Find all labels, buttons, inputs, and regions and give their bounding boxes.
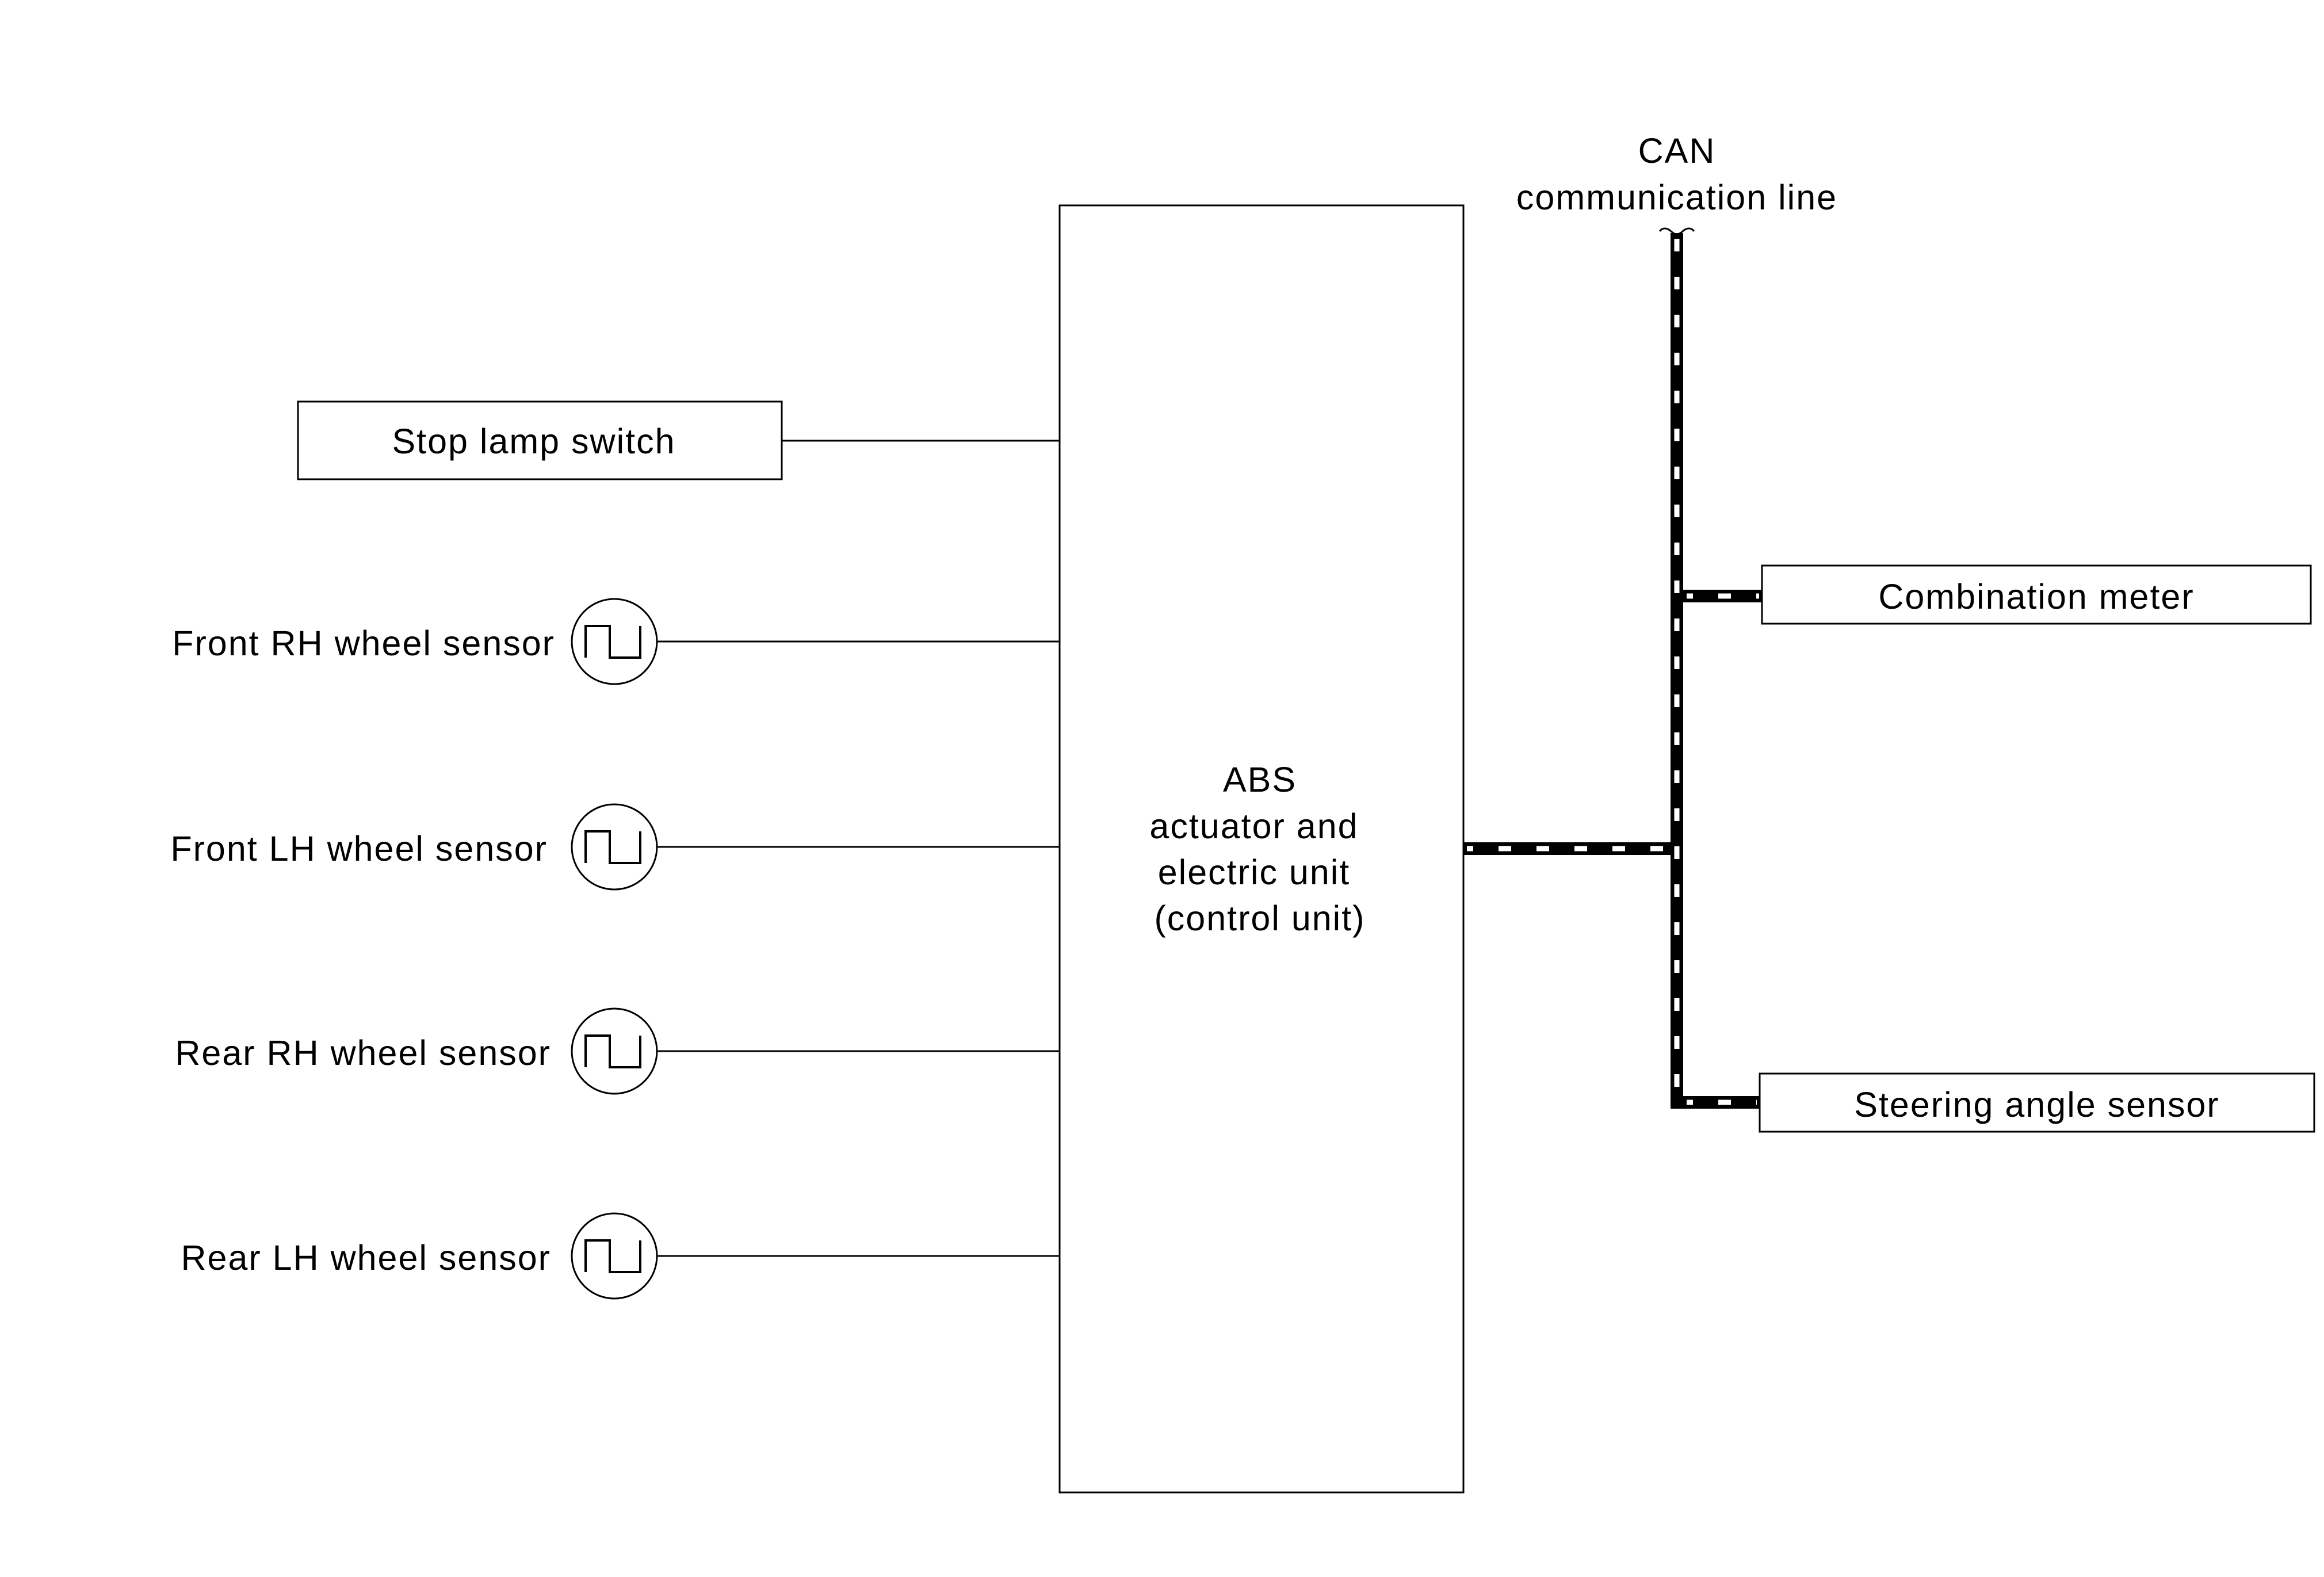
- combination-meter-label: Combination meter: [1878, 577, 2194, 616]
- rear-rh-square-wave-icon: [584, 1034, 641, 1068]
- front-rh-wheel-sensor-label: Front RH wheel sensor: [172, 624, 555, 663]
- combination-meter-box: [1761, 564, 2312, 625]
- steering-angle-sensor-label: Steering angle sensor: [1854, 1085, 2219, 1124]
- stop-lamp-switch-box: [297, 400, 783, 480]
- combination-meter: Combination meter: [1761, 564, 2312, 625]
- can-label-line2: communication line: [1516, 178, 1837, 217]
- steering-angle-sensor-box: [1759, 1072, 2315, 1133]
- abs-unit-label-line4: (control unit): [1154, 899, 1365, 938]
- rear-lh-wheel-sensor: Rear LH wheel sensor: [181, 1212, 1060, 1300]
- rear-lh-square-wave-icon: [584, 1239, 641, 1273]
- rear-rh-wheel-sensor-label: Rear RH wheel sensor: [175, 1033, 551, 1072]
- front-lh-wheel-sensor-label: Front LH wheel sensor: [170, 829, 548, 868]
- front-rh-wheel-sensor: Front RH wheel sensor: [172, 598, 1060, 685]
- front-rh-square-wave-icon: [584, 625, 641, 659]
- stop-lamp-switch-label: Stop lamp switch: [392, 422, 675, 461]
- abs-unit-label-line1: ABS: [1223, 760, 1297, 799]
- stop-lamp-switch: Stop lamp switch: [297, 400, 1060, 480]
- rear-rh-wheel-sensor: Rear RH wheel sensor: [175, 1007, 1060, 1095]
- can-bus: [1463, 233, 1761, 1109]
- abs-unit-label-line3: electric unit: [1158, 853, 1351, 892]
- abs-unit-label-line2: actuator and: [1149, 807, 1358, 846]
- rear-lh-wheel-sensor-label: Rear LH wheel sensor: [181, 1238, 551, 1277]
- front-lh-square-wave-icon: [584, 830, 641, 864]
- front-lh-wheel-sensor: Front LH wheel sensor: [170, 803, 1060, 891]
- can-label-line1: CAN: [1638, 131, 1716, 170]
- steering-angle-sensor: Steering angle sensor: [1759, 1072, 2315, 1133]
- abs-control-unit-box: [1058, 204, 1465, 1494]
